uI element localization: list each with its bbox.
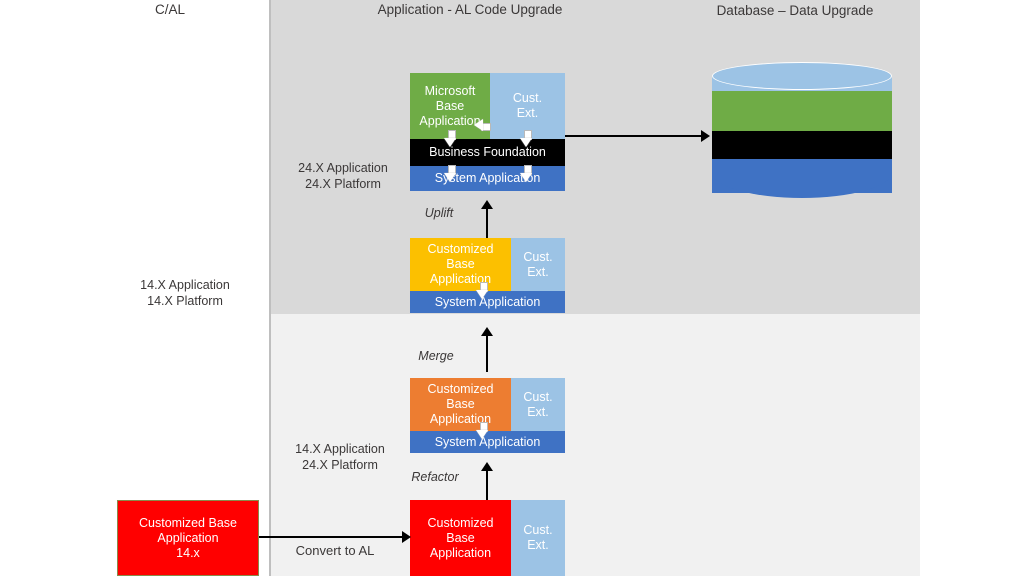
cust-ext-line2: Ext. xyxy=(516,106,539,120)
label-uplift: Uplift xyxy=(424,206,454,220)
cust-ext-line1: Cust. xyxy=(512,91,543,105)
label-version-14x-24p-line1: 14.X Application xyxy=(295,442,385,456)
db-band-base-application xyxy=(712,91,892,131)
label-version-24x: 24.X Application 24.X Platform xyxy=(268,160,418,192)
block-customized-base-application-merged[interactable]: Customized Base Application xyxy=(410,238,511,291)
stack-target-row-top: Microsoft Base Application Cust. Ext. xyxy=(410,73,565,139)
stack-refactored-row-top: Customized Base Application Cust. Ext. xyxy=(410,378,565,431)
source-line1: Customized Base xyxy=(139,515,237,530)
source-line3: 14.x xyxy=(176,545,200,560)
label-version-14x-24p-line2: 24.X Platform xyxy=(302,458,378,472)
database-cylinder[interactable] xyxy=(712,62,892,204)
arrow-down-refactored-to-system-icon xyxy=(476,422,489,439)
block-cust-ext-merged[interactable]: Cust. Ext. xyxy=(511,238,565,291)
block-cust-ext-converted[interactable]: Cust. Ext. xyxy=(511,500,565,576)
arrow-to-database xyxy=(565,129,710,143)
label-convert-to-al: Convert to AL xyxy=(295,543,375,558)
converted-base-application-line1: Customized xyxy=(427,515,494,530)
label-merge: Merge xyxy=(418,349,454,363)
swimlane-vertical-divider xyxy=(269,0,271,576)
stack-target-24x: Microsoft Base Application Cust. Ext. Bu… xyxy=(410,73,565,191)
arrow-down-foundation-to-system-left-icon xyxy=(444,165,457,182)
arrow-down-merged-to-system-icon xyxy=(476,282,489,299)
arrow-uplift xyxy=(480,200,494,238)
converted-cust-ext-line1: Cust. xyxy=(523,523,553,537)
converted-base-application-line3: Application xyxy=(429,545,492,560)
label-version-14x-24platform: 14.X Application 24.X Platform xyxy=(265,441,415,473)
arrow-down-base-to-foundation-icon xyxy=(444,130,457,147)
block-cust-ext-target[interactable]: Cust. Ext. xyxy=(490,73,565,139)
arrow-down-custext-to-foundation-icon xyxy=(520,130,533,147)
arrow-left-custext-to-base-icon xyxy=(474,119,491,132)
converted-base-application-line2: Base xyxy=(446,530,475,545)
label-version-24x-line1: 24.X Application xyxy=(298,161,388,175)
stack-converted: Customized Base Application Cust. Ext. xyxy=(410,500,565,576)
microsoft-base-application-line2: Base xyxy=(435,98,465,113)
refactored-cust-ext-line1: Cust. xyxy=(523,389,553,404)
block-system-application-refactored[interactable]: System Application xyxy=(410,431,565,453)
block-source-customized-base-application[interactable]: Customized Base Application 14.x xyxy=(117,500,259,576)
block-customized-base-application-refactored[interactable]: Customized Base Application xyxy=(410,378,511,431)
merged-base-application-line1: Customized xyxy=(427,242,494,256)
block-system-application-target[interactable]: System Application xyxy=(410,166,565,191)
block-customized-base-application-converted[interactable]: Customized Base Application xyxy=(410,500,511,576)
stack-merged-row-top: Customized Base Application Cust. Ext. xyxy=(410,238,565,291)
arrow-convert-to-al xyxy=(259,530,411,544)
refactored-base-application-line1: Customized xyxy=(427,382,494,396)
arrow-merge xyxy=(480,327,494,372)
label-version-24x-line2: 24.X Platform xyxy=(305,177,381,191)
label-version-14x-line2: 14.X Platform xyxy=(147,294,223,308)
header-database: Database – Data Upgrade xyxy=(716,3,874,18)
label-version-14x: 14.X Application 14.X Platform xyxy=(110,277,260,309)
block-system-application-merged[interactable]: System Application xyxy=(410,291,565,313)
label-version-14x-line1: 14.X Application xyxy=(140,278,230,292)
microsoft-base-application-line1: Microsoft xyxy=(424,83,476,98)
refactored-cust-ext-line2: Ext. xyxy=(527,404,549,419)
refactored-base-application-line2: Base xyxy=(446,397,475,411)
header-application: Application - AL Code Upgrade xyxy=(377,2,563,17)
merged-base-application-line2: Base xyxy=(446,257,475,271)
label-refactor: Refactor xyxy=(411,470,459,484)
db-top-ellipse xyxy=(712,62,892,90)
stack-merged-14x: Customized Base Application Cust. Ext. S… xyxy=(410,238,565,313)
block-cust-ext-refactored[interactable]: Cust. Ext. xyxy=(511,378,565,431)
source-line2: Application xyxy=(157,530,219,545)
arrow-down-foundation-to-system-right-icon xyxy=(520,165,533,182)
merged-cust-ext-line1: Cust. xyxy=(523,249,553,264)
header-cal: C/AL xyxy=(154,2,185,17)
microsoft-base-application-line3: Application xyxy=(419,113,481,128)
converted-cust-ext-line2: Ext. xyxy=(527,538,549,552)
merged-cust-ext-line2: Ext. xyxy=(527,264,549,279)
arrow-refactor xyxy=(480,462,494,500)
db-bottom-cap xyxy=(712,172,892,198)
db-band-business-foundation xyxy=(712,131,892,159)
block-business-foundation[interactable]: Business Foundation xyxy=(410,139,565,166)
stack-refactored: Customized Base Application Cust. Ext. S… xyxy=(410,378,565,453)
lower-swimlane-panel xyxy=(270,314,920,576)
stack-converted-row: Customized Base Application Cust. Ext. xyxy=(410,500,565,576)
